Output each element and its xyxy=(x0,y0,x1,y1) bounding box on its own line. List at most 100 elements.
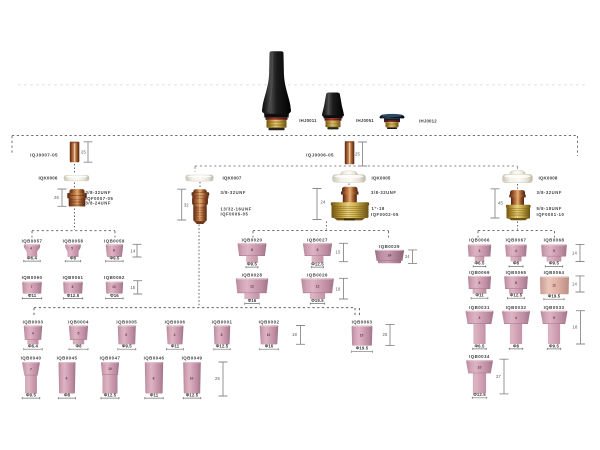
svg-text:4: 4 xyxy=(174,333,176,337)
svg-text:26: 26 xyxy=(54,195,59,200)
svg-text:Φ12.5: Φ12.5 xyxy=(104,392,117,397)
svg-text:5/8-18UNF: 5/8-18UNF xyxy=(537,206,562,211)
svg-text:IQB0068: IQB0068 xyxy=(544,238,565,243)
svg-text:13/32-16UNF: 13/32-16UNF xyxy=(221,206,252,211)
svg-text:25: 25 xyxy=(355,152,360,157)
svg-text:4: 4 xyxy=(515,316,517,320)
svg-text:IQB0067: IQB0067 xyxy=(506,238,527,243)
svg-text:25: 25 xyxy=(81,150,86,155)
svg-text:4: 4 xyxy=(30,247,32,251)
svg-text:IQB0047: IQB0047 xyxy=(100,356,121,361)
svg-text:Φ19.5: Φ19.5 xyxy=(311,298,324,303)
svg-text:1”-18: 1”-18 xyxy=(372,206,385,211)
svg-text:Φ12.5: Φ12.5 xyxy=(216,344,229,349)
svg-text:Φ9.5: Φ9.5 xyxy=(26,392,36,397)
svg-text:27: 27 xyxy=(496,374,501,379)
svg-text:6: 6 xyxy=(479,281,481,285)
svg-text:12: 12 xyxy=(316,284,320,288)
svg-text:24: 24 xyxy=(388,254,392,258)
svg-text:24: 24 xyxy=(321,200,326,205)
svg-text:5: 5 xyxy=(71,247,73,251)
svg-text:IQB0063: IQB0063 xyxy=(352,319,373,324)
svg-text:Φ12.5: Φ12.5 xyxy=(510,293,523,298)
svg-text:3: 3 xyxy=(479,249,481,253)
svg-text:IQB0046: IQB0046 xyxy=(144,356,165,361)
svg-text:Φ19.5: Φ19.5 xyxy=(356,346,369,351)
svg-text:24: 24 xyxy=(405,254,410,259)
svg-text:3/8-32UNF: 3/8-32UNF xyxy=(537,190,562,195)
svg-text:IQB0064: IQB0064 xyxy=(544,270,565,275)
svg-text:Φ19.5: Φ19.5 xyxy=(548,294,561,299)
svg-text:IQB0040: IQB0040 xyxy=(21,356,42,361)
svg-text:IQJ0007-05: IQJ0007-05 xyxy=(30,152,58,157)
svg-text:IQB0062: IQB0062 xyxy=(104,275,125,280)
svg-text:5: 5 xyxy=(553,316,555,320)
svg-text:Φ6.4: Φ6.4 xyxy=(27,256,37,261)
svg-text:Φ9.5: Φ9.5 xyxy=(247,261,257,266)
svg-text:IHJ0011: IHJ0011 xyxy=(299,118,317,123)
svg-text:18: 18 xyxy=(573,325,578,330)
svg-text:IQB0057: IQB0057 xyxy=(22,239,43,244)
svg-text:3/8-32UNF: 3/8-32UNF xyxy=(86,190,111,195)
svg-text:IQB0005: IQB0005 xyxy=(116,319,137,324)
svg-text:IQB0026: IQB0026 xyxy=(307,273,328,278)
svg-text:15: 15 xyxy=(130,285,135,290)
svg-text:IQK0008: IQK0008 xyxy=(538,175,557,180)
svg-text:Φ16: Φ16 xyxy=(248,298,257,303)
svg-text:8: 8 xyxy=(317,248,319,252)
svg-text:Φ9.5: Φ9.5 xyxy=(109,256,119,261)
svg-text:Φ12.5: Φ12.5 xyxy=(186,392,199,397)
svg-text:IQF0006-05: IQF0006-05 xyxy=(221,212,249,217)
svg-text:IQF0007-05: IQF0007-05 xyxy=(86,196,114,201)
svg-text:Φ8: Φ8 xyxy=(513,261,520,266)
svg-text:15: 15 xyxy=(360,334,364,338)
svg-text:Φ9.5: Φ9.5 xyxy=(122,344,132,349)
svg-text:IQB0069: IQB0069 xyxy=(469,270,490,275)
svg-text:18: 18 xyxy=(292,332,297,337)
svg-text:5: 5 xyxy=(553,249,555,253)
svg-text:7: 7 xyxy=(31,285,33,289)
svg-text:4: 4 xyxy=(32,331,34,335)
svg-text:8: 8 xyxy=(221,333,223,337)
svg-text:IQB0006: IQB0006 xyxy=(165,319,186,324)
svg-text:Φ16: Φ16 xyxy=(265,344,274,349)
svg-text:8: 8 xyxy=(72,285,74,289)
svg-text:18: 18 xyxy=(336,287,341,292)
svg-text:IQB0034: IQB0034 xyxy=(469,354,490,359)
svg-text:6: 6 xyxy=(113,248,115,252)
svg-text:Φ6.5: Φ6.5 xyxy=(475,343,485,348)
svg-text:IQB0028: IQB0028 xyxy=(242,273,263,278)
svg-text:IQB0001: IQB0001 xyxy=(212,319,233,324)
svg-text:10: 10 xyxy=(112,285,116,289)
svg-text:8: 8 xyxy=(515,281,517,285)
svg-text:IQB0031: IQB0031 xyxy=(469,305,490,310)
svg-text:Φ11: Φ11 xyxy=(171,344,180,349)
svg-text:3/8-32UNF: 3/8-32UNF xyxy=(371,190,396,195)
svg-text:Φ9.5: Φ9.5 xyxy=(549,343,559,348)
svg-text:25: 25 xyxy=(383,332,388,337)
svg-text:15: 15 xyxy=(336,250,341,255)
svg-text:IQB0066: IQB0066 xyxy=(469,238,490,243)
svg-text:IQF0002-05: IQF0002-05 xyxy=(371,212,399,217)
svg-text:7: 7 xyxy=(30,367,32,371)
svg-text:10: 10 xyxy=(478,365,482,369)
svg-text:Φ11: Φ11 xyxy=(28,293,37,298)
svg-text:Φ6.5: Φ6.5 xyxy=(475,261,485,266)
svg-text:IQB0033: IQB0033 xyxy=(544,305,565,310)
svg-text:3/8-32UNF: 3/8-32UNF xyxy=(221,190,246,195)
svg-text:Φ9.5: Φ9.5 xyxy=(549,261,559,266)
svg-text:Φ11: Φ11 xyxy=(150,392,159,397)
svg-text:IQB0032: IQB0032 xyxy=(506,305,527,310)
svg-text:IQJ0006-05: IQJ0006-05 xyxy=(306,152,334,157)
svg-text:Φ12.5: Φ12.5 xyxy=(311,261,324,266)
svg-text:12: 12 xyxy=(250,284,254,288)
svg-text:14: 14 xyxy=(572,251,577,256)
svg-text:32: 32 xyxy=(184,203,189,208)
svg-text:IQK0007: IQK0007 xyxy=(222,175,241,180)
svg-text:IHJ0051: IHJ0051 xyxy=(356,118,374,123)
svg-text:3/8-24UNF: 3/8-24UNF xyxy=(86,201,111,206)
svg-text:IQB0058: IQB0058 xyxy=(63,239,84,244)
svg-text:IHJ0012: IHJ0012 xyxy=(419,119,437,124)
svg-text:IQB0061: IQB0061 xyxy=(63,275,84,280)
svg-text:IQB0002: IQB0002 xyxy=(259,319,280,324)
